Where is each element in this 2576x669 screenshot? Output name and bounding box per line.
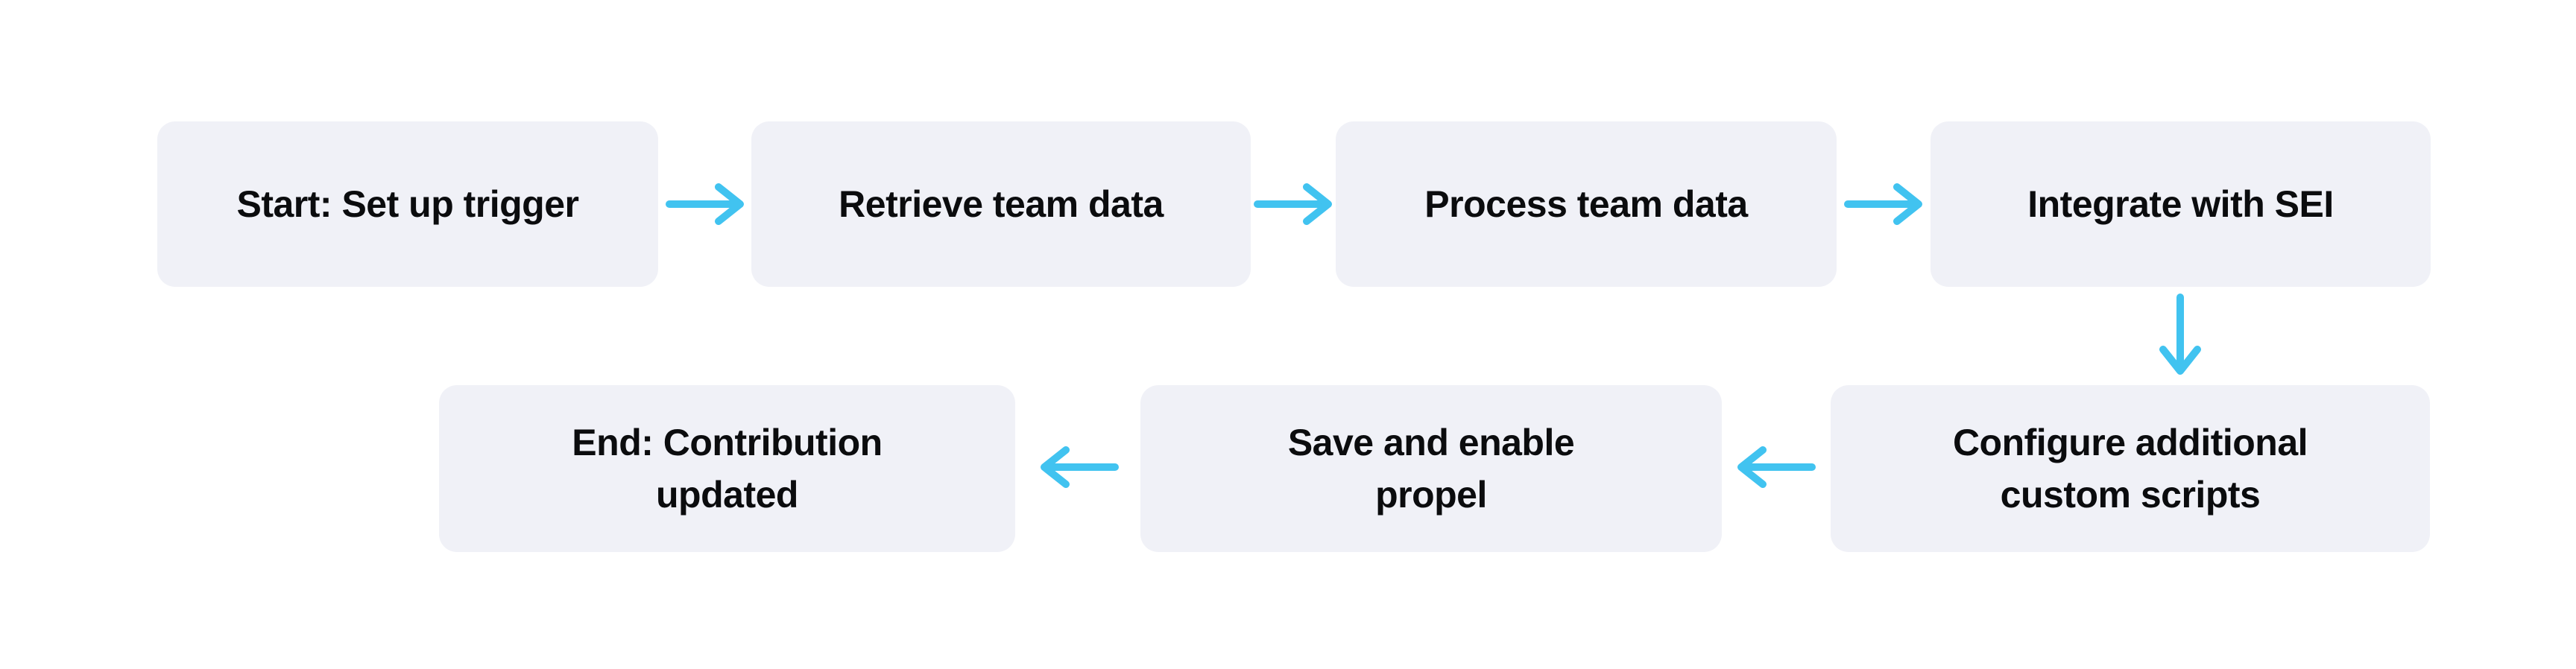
arrow-left-icon [1038, 444, 1120, 490]
flow-node-end: End: Contribution updated [439, 385, 1015, 552]
flow-node-integrate-with-sei: Integrate with SEI [1931, 121, 2431, 287]
arrow-down-icon [2159, 292, 2201, 377]
arrow-right-icon [1252, 181, 1334, 227]
flow-node-save-and-enable-propel: Save and enable propel [1140, 385, 1722, 552]
flow-node-start: Start: Set up trigger [157, 121, 658, 287]
flow-node-retrieve-team-data: Retrieve team data [751, 121, 1251, 287]
arrow-left-icon [1735, 444, 1817, 490]
flow-node-configure-custom-scripts: Configure additional custom scripts [1831, 385, 2430, 552]
arrow-right-icon [1843, 181, 1925, 227]
arrow-right-icon [664, 181, 746, 227]
flow-node-process-team-data: Process team data [1336, 121, 1837, 287]
